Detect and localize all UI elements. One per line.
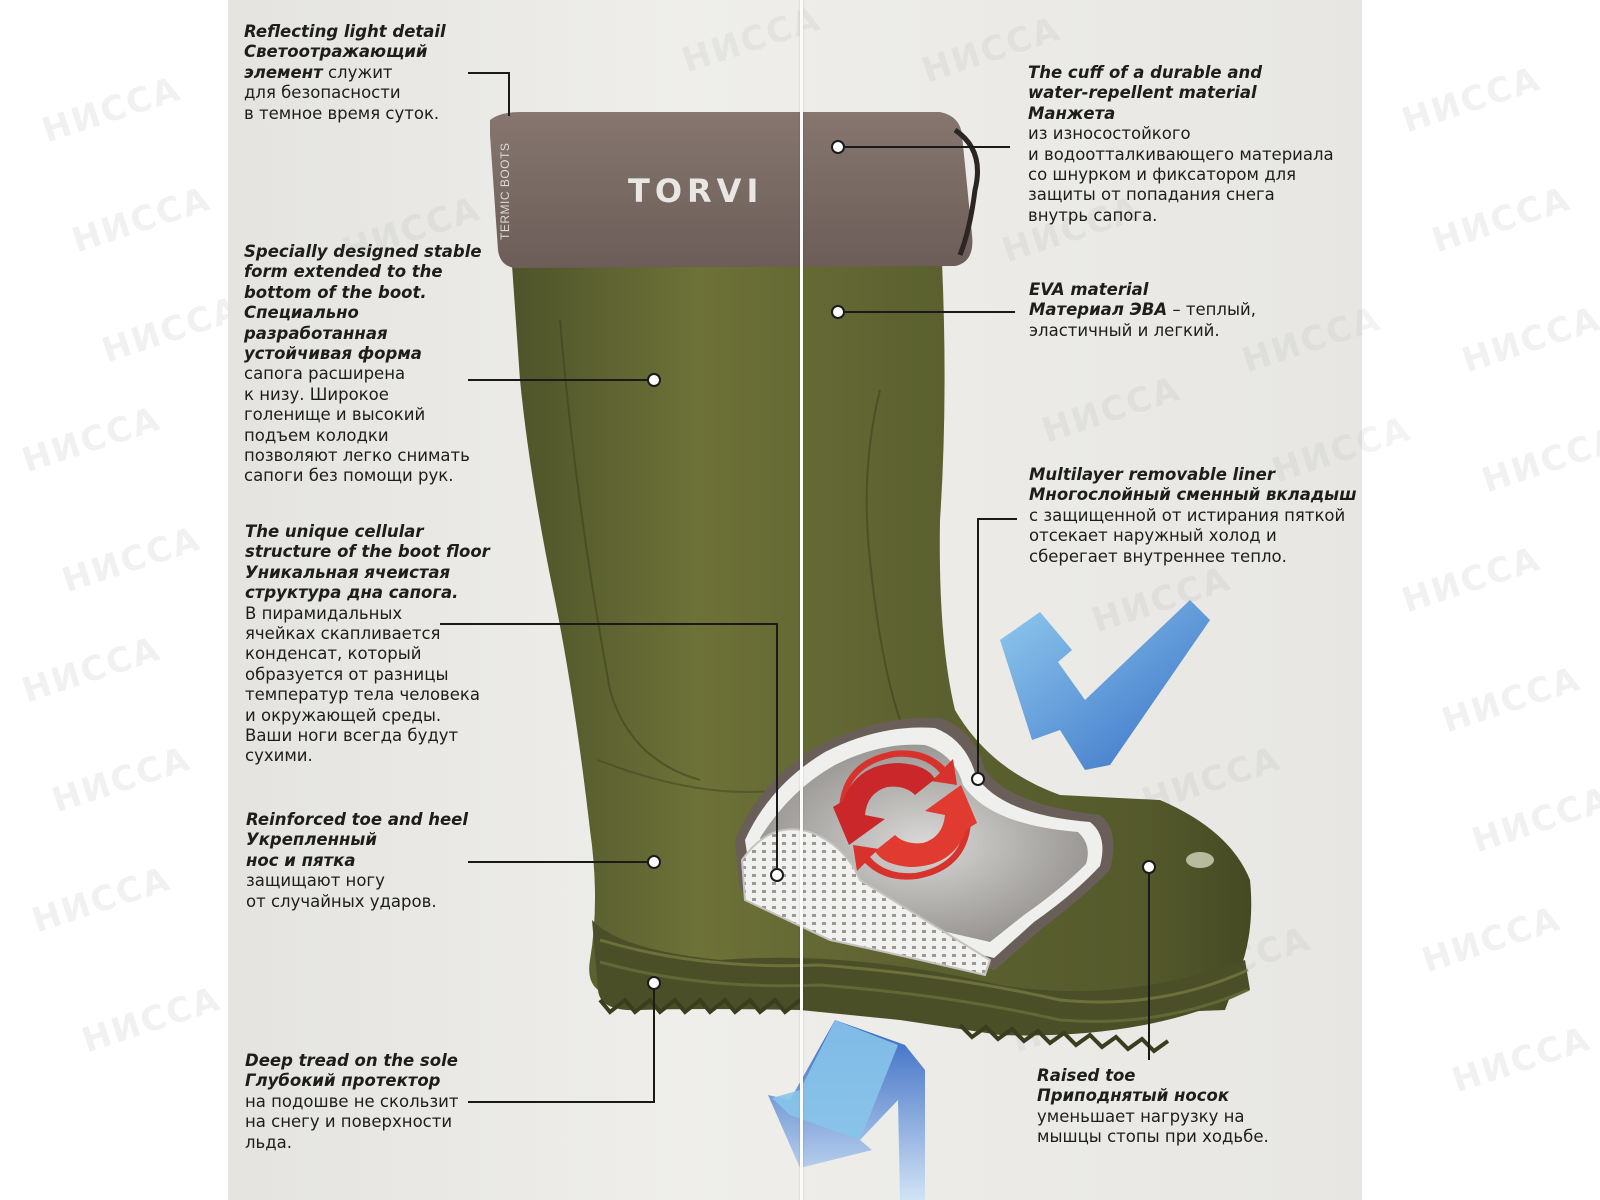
callout-deep-tread: Deep tread on the sole Глубокий протекто… [245, 1051, 459, 1152]
callout-raised-toe: Raised toe Приподнятый носок уменьшает н… [1037, 1066, 1269, 1147]
callout-dot-eva [831, 305, 845, 319]
callout-stable-form: Specially designed stable form extended … [244, 242, 482, 486]
callout-reflecting-light: Reflecting light detail Светоотражающий … [244, 22, 446, 123]
callout-dot-tread [647, 976, 661, 990]
callout-reinforced-toe-heel: Reinforced toe and heel Укрепленный нос … [246, 810, 469, 911]
callout-dot-cellular [770, 868, 784, 882]
callout-dot-cuff [831, 140, 845, 154]
callout-title-ru: Светоотражающий [244, 42, 428, 62]
callout-dot-reinforced [647, 855, 661, 869]
page-fold [800, 0, 803, 1200]
callout-removable-liner: Multilayer removable liner Многослойный … [1029, 465, 1357, 566]
boot-cuff [490, 112, 973, 268]
callout-cuff: The cuff of a durable and water-repellen… [1028, 63, 1334, 225]
cellular-insole [740, 828, 992, 977]
callout-cellular-structure: The unique cellular structure of the boo… [245, 522, 490, 766]
callout-dot-liner [971, 772, 985, 786]
brand-subtitle: TERMIC BOOTS [498, 142, 512, 240]
blue-check-arrow [1000, 600, 1210, 770]
brand-logo: TORVI [628, 172, 764, 210]
callout-dot-stable-form [647, 373, 661, 387]
recycle-symbol-icon [833, 750, 977, 880]
callout-eva-material: EVA material Материал ЭВА – теплый, элас… [1029, 280, 1256, 340]
callout-dot-raised-toe [1142, 860, 1156, 874]
callout-title-en: Reflecting light detail [244, 22, 446, 41]
